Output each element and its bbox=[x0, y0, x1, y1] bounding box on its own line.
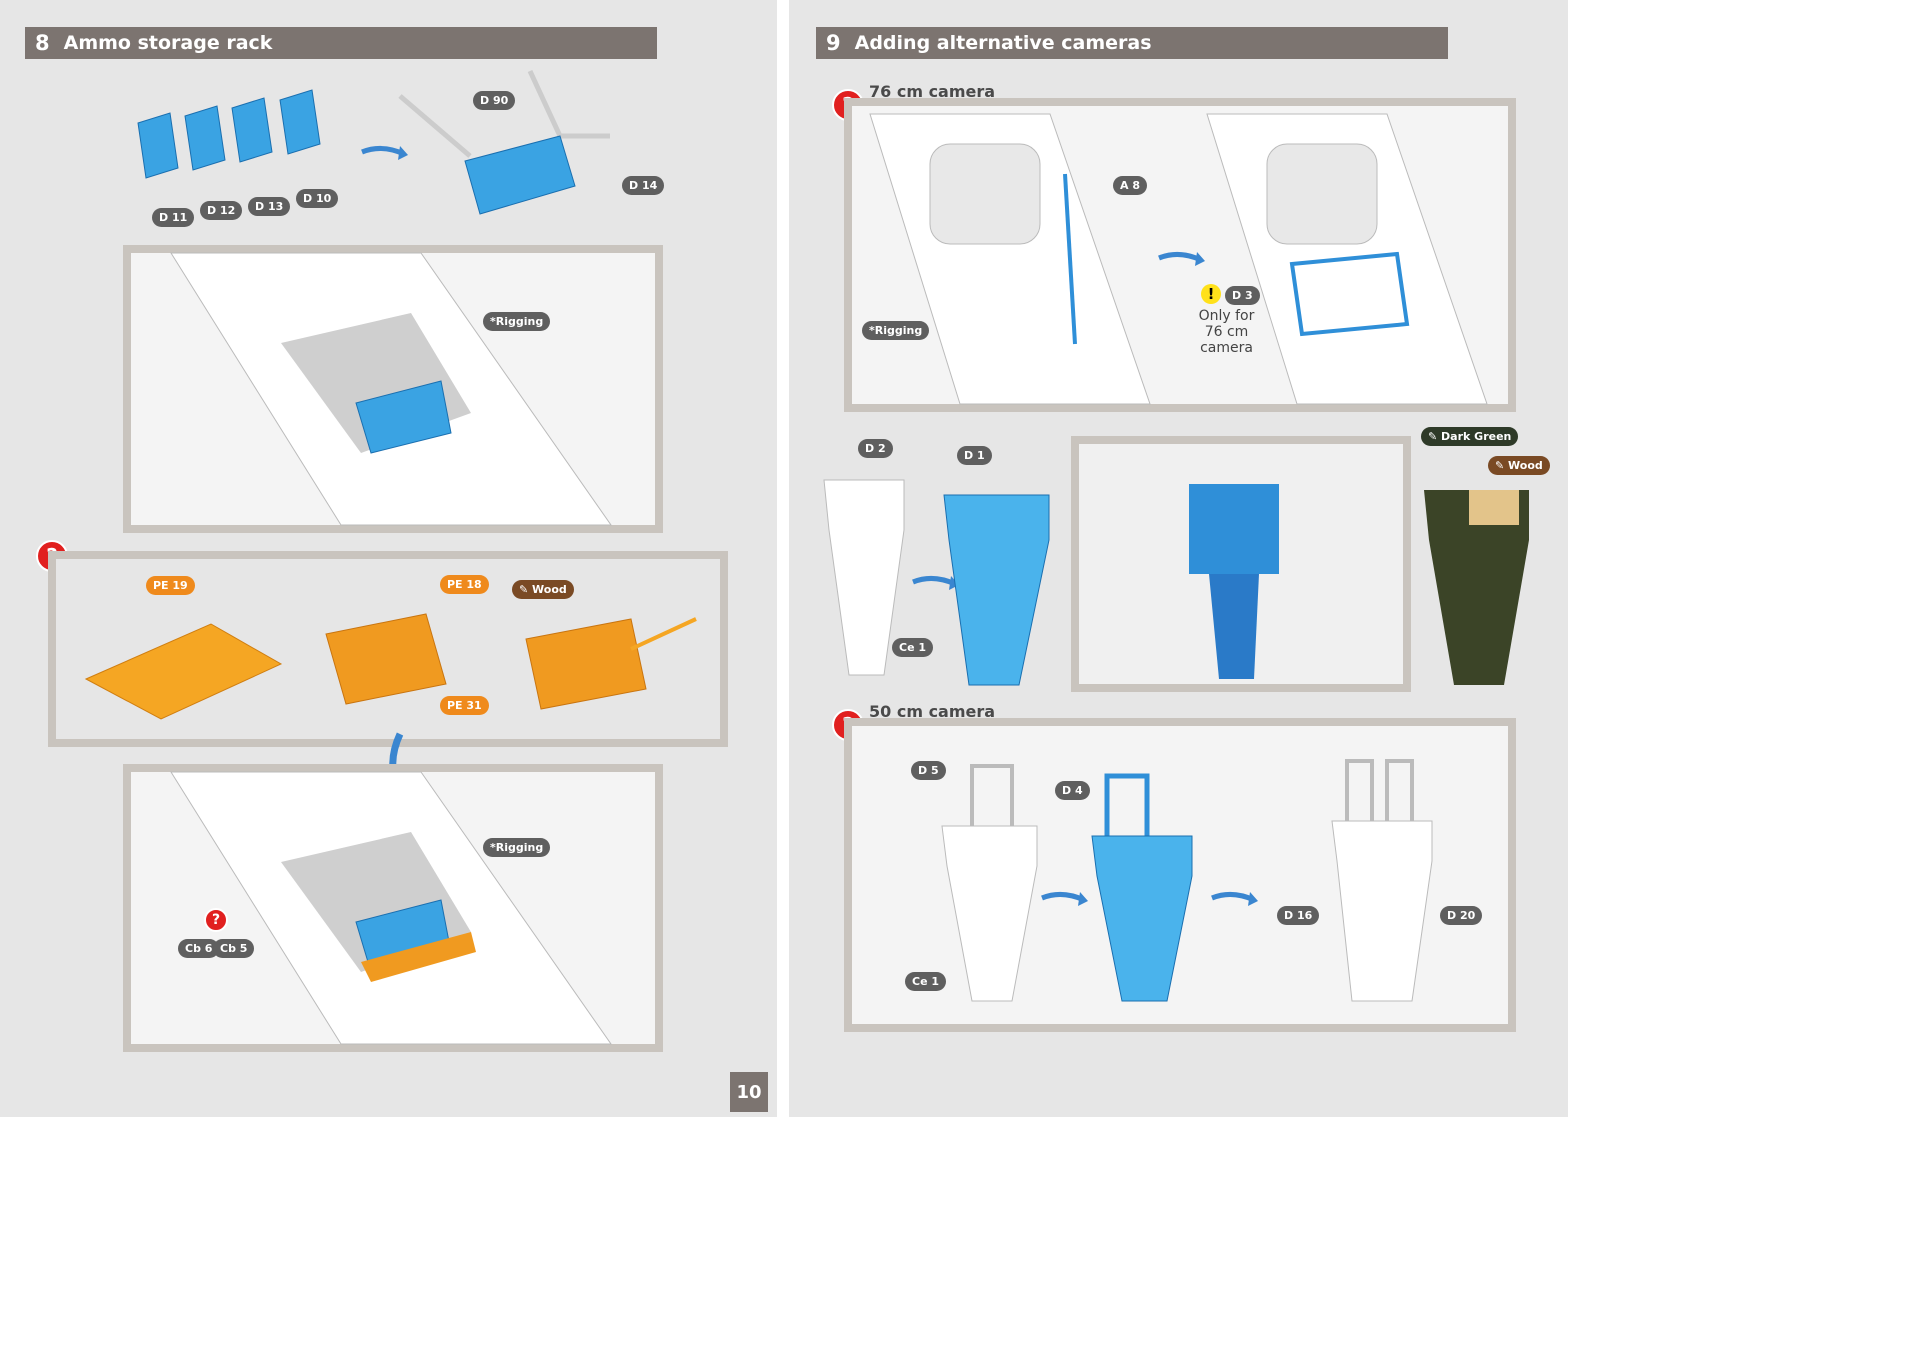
step-number: 8 bbox=[35, 31, 50, 55]
left-page: 8 Ammo storage rack D 11 D 12 D 13 D 10 … bbox=[0, 0, 777, 1117]
ammo-boxes-illustration bbox=[137, 89, 321, 179]
arrow-icon bbox=[1041, 892, 1088, 906]
part-label-d12: D 12 bbox=[200, 201, 243, 220]
part-label-pe19: PE 19 bbox=[146, 576, 195, 595]
step-8-header: 8 Ammo storage rack bbox=[25, 27, 657, 59]
page-number: 10 bbox=[730, 1072, 768, 1112]
right-page: 9 Adding alternative cameras ? 76 cm cam… bbox=[789, 0, 1568, 1117]
camera-50-panel bbox=[844, 718, 1516, 1032]
part-label-d20: D 20 bbox=[1440, 906, 1483, 925]
paint-brush-icon: ✎ bbox=[519, 583, 533, 596]
step-title: Adding alternative cameras bbox=[854, 32, 1152, 54]
step-title: Ammo storage rack bbox=[63, 32, 273, 54]
camera-d1-illustration bbox=[943, 494, 1050, 686]
step-9-header: 9 Adding alternative cameras bbox=[816, 27, 1448, 59]
subheading-76cm: 76 cm camera bbox=[869, 82, 996, 101]
part-label-d5: D 5 bbox=[911, 761, 946, 780]
camera-d5-illustration bbox=[941, 764, 1038, 1002]
arrow-icon bbox=[1158, 252, 1205, 266]
step-number: 9 bbox=[826, 31, 841, 55]
part-label-ce1: Ce 1 bbox=[892, 638, 934, 657]
part-label-d14: D 14 bbox=[622, 176, 665, 195]
exclamation-icon: ! bbox=[1201, 284, 1221, 304]
hull-view-1 bbox=[123, 245, 663, 533]
paint-brush-icon: ✎ bbox=[1495, 459, 1509, 472]
part-label-d11: D 11 bbox=[152, 208, 195, 227]
subheading-50cm: 50 cm camera bbox=[869, 702, 996, 721]
part-label-ce1-b: Ce 1 bbox=[905, 972, 947, 991]
hull-view-2 bbox=[123, 764, 663, 1052]
part-label-d4: D 4 bbox=[1055, 781, 1090, 800]
arrow-icon bbox=[912, 576, 959, 590]
paint-wood-label: ✎ Wood bbox=[1488, 456, 1550, 475]
hull-camera-mount-illustration bbox=[869, 113, 1151, 405]
pe-18-box-illustration bbox=[325, 613, 447, 705]
part-label-cb5: Cb 5 bbox=[213, 939, 255, 958]
rack-frame-illustration bbox=[398, 69, 610, 215]
rigging-label-2: *Rigging bbox=[483, 838, 551, 857]
camera-76-panel bbox=[844, 98, 1516, 412]
wood-box-illustration bbox=[525, 617, 697, 710]
part-label-a8: A 8 bbox=[1113, 176, 1147, 195]
part-label-d10: D 10 bbox=[296, 189, 339, 208]
part-label-d3: D 3 bbox=[1225, 286, 1260, 305]
hull-interior-illustration-2 bbox=[170, 771, 612, 1045]
part-label-pe18: PE 18 bbox=[440, 575, 489, 594]
part-label-d90: D 90 bbox=[473, 91, 516, 110]
question-icon-small: ? bbox=[204, 908, 228, 932]
part-label-pe31: PE 31 bbox=[440, 696, 489, 715]
paint-dark-green-label: ✎ Dark Green bbox=[1421, 427, 1519, 446]
paint-wood-label: ✎ Wood bbox=[512, 580, 574, 599]
arrow-icon bbox=[361, 146, 408, 160]
page-gutter bbox=[777, 0, 789, 1117]
camera-installed-view bbox=[1071, 436, 1411, 692]
hull-camera-mount-illustration-2 bbox=[1206, 113, 1488, 405]
rigging-label: *Rigging bbox=[862, 321, 930, 340]
camera-d2-illustration bbox=[823, 479, 905, 676]
rigging-label: *Rigging bbox=[483, 312, 551, 331]
only-76cm-note: Only for 76 cm camera bbox=[1198, 308, 1255, 356]
part-label-d16: D 16 bbox=[1277, 906, 1320, 925]
pe-19-flat-illustration bbox=[84, 623, 283, 720]
camera-d4-illustration bbox=[1091, 773, 1193, 1002]
painted-camera-illustration bbox=[1424, 490, 1529, 685]
paint-brush-icon: ✎ bbox=[1428, 430, 1442, 443]
part-label-d1: D 1 bbox=[957, 446, 992, 465]
camera-in-hull-illustration bbox=[1079, 444, 1403, 684]
camera-assembled-illustration bbox=[1331, 759, 1433, 1002]
part-label-d13: D 13 bbox=[248, 197, 291, 216]
arrow-icon bbox=[1211, 892, 1258, 906]
part-label-d2: D 2 bbox=[858, 439, 893, 458]
part-label-cb6: Cb 6 bbox=[178, 939, 220, 958]
hull-interior-illustration bbox=[170, 252, 612, 526]
